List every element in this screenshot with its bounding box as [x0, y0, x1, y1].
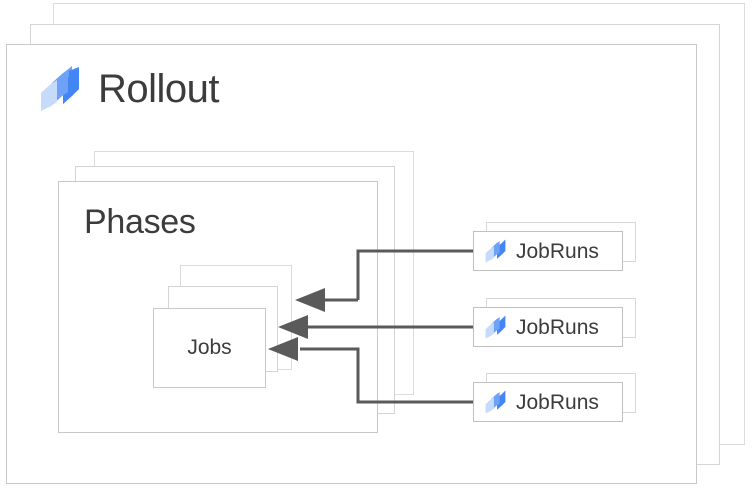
phases-title: Phases [84, 203, 196, 241]
jobruns-label-1: JobRuns [516, 315, 599, 339]
jobruns-label-0: JobRuns [516, 239, 599, 263]
rollout-title-row: Rollout [40, 66, 220, 112]
jobruns-box-2[interactable]: JobRuns [473, 382, 623, 422]
jobruns-label-2: JobRuns [516, 390, 599, 414]
jobrun-logo-icon [485, 315, 507, 339]
jobs-label: Jobs [187, 336, 232, 359]
page-title: Rollout [98, 67, 220, 111]
jobrun-logo-icon [485, 239, 507, 263]
jobruns-box-0[interactable]: JobRuns [473, 231, 623, 271]
jobruns-box-1[interactable]: JobRuns [473, 307, 623, 347]
jobrun-logo-icon [485, 390, 507, 414]
jobs-card-front-layer [153, 308, 266, 388]
rollout-logo-icon [40, 66, 82, 112]
